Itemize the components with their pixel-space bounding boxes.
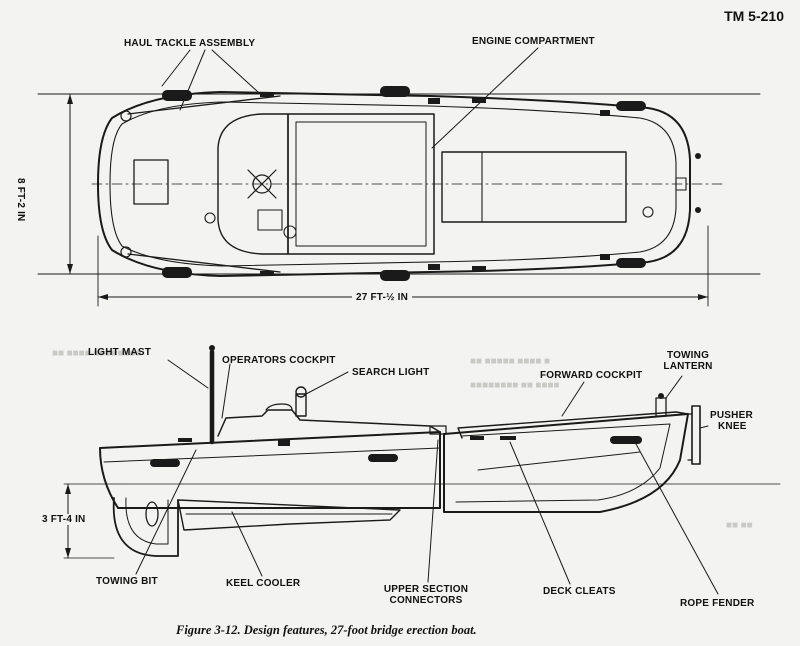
upper-section-connectors-label: UPPER SECTION CONNECTORS [383,584,469,606]
operators-cockpit-label: OPERATORS COCKPIT [222,355,336,366]
towing-bit-label: TOWING BIT [96,576,158,587]
deck-cleats-label: DECK CLEATS [543,586,616,597]
forward-cockpit-top [441,151,627,223]
forward-hull [443,413,689,513]
stern-hull [99,431,441,509]
bleed-through-text: ■■ ■■■■ ■■■■■■■■ [52,348,142,359]
forward-cockpit-label: FORWARD COCKPIT [540,370,643,381]
bleed-through-text: ■■ ■■ [726,520,753,531]
pusher-knee-part [691,405,701,465]
towing-lantern-label: TOWING LANTERN [663,350,713,372]
keel-cooler-label: KEEL COOLER [226,578,301,589]
side-view-drawing [63,345,781,595]
engine-compartment-label: ENGINE COMPARTMENT [472,36,595,47]
rope-fender-label: ROPE FENDER [680,598,755,609]
figure-caption: Figure 3-12. Design features, 27-foot br… [176,623,477,637]
height-dimension-label: 3 FT-4 IN [40,514,88,525]
document-number: TM 5-210 [724,8,784,24]
keel-cooler-part [177,499,401,531]
bleed-through-text: ■■■■■■■■ ■■ ■■■■ [470,380,560,391]
width-dimension-label: 8 FT-2 IN [15,178,26,222]
top-view-drawing [37,47,761,307]
light-mast-label: LIGHT MAST [88,347,152,358]
haul-tackle-label: HAUL TACKLE ASSEMBLY [124,38,256,49]
length-dimension-label: 27 FT-½ IN [352,292,413,303]
search-light-part [295,393,307,417]
hull-outline-top [97,91,691,277]
search-light-label: SEARCH LIGHT [352,367,430,378]
engine-compartment-top [287,113,435,255]
bleed-through-text: ■■ ■■■■■ ■■■■ ■ [470,356,550,367]
pusher-knee-label: PUSHER KNEE [710,410,753,432]
